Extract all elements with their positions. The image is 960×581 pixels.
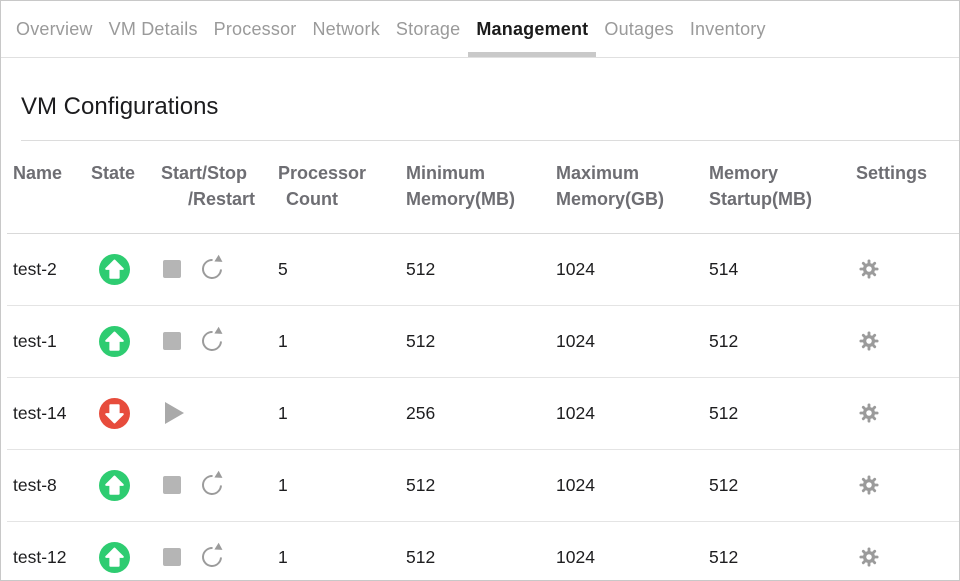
vm-name: test-8 <box>13 474 57 495</box>
vm-table-body: test-2 5 512 1024 514 <box>7 233 959 580</box>
stop-icon[interactable] <box>163 332 181 350</box>
stop-icon[interactable] <box>163 476 181 494</box>
tab-vm-details[interactable]: VM Details <box>108 18 198 39</box>
table-row: test-1 1 512 1024 512 <box>7 305 959 378</box>
processor-count: 1 <box>278 402 288 423</box>
tab-management[interactable]: Management <box>468 1 597 57</box>
vm-controls <box>161 258 278 280</box>
vm-name: test-2 <box>13 258 57 279</box>
restart-icon[interactable] <box>201 330 223 352</box>
up-arrow-circle-icon <box>99 541 130 573</box>
memory-startup: 512 <box>709 474 739 495</box>
memory-startup: 512 <box>709 402 739 423</box>
min-memory: 512 <box>406 546 436 567</box>
memory-startup: 512 <box>709 330 739 351</box>
memory-startup: 514 <box>709 258 739 279</box>
max-memory: 1024 <box>556 330 595 351</box>
tab-processor[interactable]: Processor <box>213 18 297 39</box>
gear-icon[interactable] <box>858 402 880 424</box>
gear-icon[interactable] <box>858 546 880 568</box>
max-memory: 1024 <box>556 258 595 279</box>
restart-icon[interactable] <box>201 258 223 280</box>
table-row: test-2 5 512 1024 514 <box>7 233 959 306</box>
tab-storage[interactable]: Storage <box>395 18 461 39</box>
processor-count: 1 <box>278 330 288 351</box>
column-header-name: Name <box>7 141 91 234</box>
gear-icon[interactable] <box>858 258 880 280</box>
max-memory: 1024 <box>556 474 595 495</box>
tab-outages[interactable]: Outages <box>604 18 674 39</box>
vm-name: test-14 <box>13 402 67 423</box>
tab-inventory[interactable]: Inventory <box>689 18 766 39</box>
column-header-state: State <box>91 141 161 234</box>
up-arrow-circle-icon <box>99 469 130 501</box>
up-arrow-circle-icon <box>99 325 130 357</box>
column-header-settings: Settings <box>856 141 959 234</box>
max-memory: 1024 <box>556 546 595 567</box>
column-header-start-stop-restart: Start/Stop/Restart <box>161 141 278 234</box>
table-row: test-14 1 256 1024 512 <box>7 377 959 450</box>
vm-controls <box>161 474 278 496</box>
gear-icon[interactable] <box>858 474 880 496</box>
tab-bar: Overview VM Details Processor Network Storag… <box>1 1 959 58</box>
title-section: VM Configurations <box>1 58 959 141</box>
stop-icon[interactable] <box>163 260 181 278</box>
up-arrow-circle-icon <box>99 253 130 285</box>
tab-network[interactable]: Network <box>312 18 380 39</box>
processor-count: 5 <box>278 258 288 279</box>
play-icon[interactable] <box>165 402 184 424</box>
min-memory: 256 <box>406 402 436 423</box>
page-title: VM Configurations <box>21 92 219 120</box>
down-arrow-circle-icon <box>99 397 130 429</box>
min-memory: 512 <box>406 330 436 351</box>
table-row: test-12 1 512 1024 512 <box>7 521 959 580</box>
max-memory: 1024 <box>556 402 595 423</box>
min-memory: 512 <box>406 258 436 279</box>
vm-name: test-12 <box>13 546 67 567</box>
processor-count: 1 <box>278 474 288 495</box>
vm-controls <box>161 402 278 424</box>
processor-count: 1 <box>278 546 288 567</box>
vm-controls <box>161 546 278 568</box>
vm-name: test-1 <box>13 330 57 351</box>
min-memory: 512 <box>406 474 436 495</box>
restart-icon[interactable] <box>201 474 223 496</box>
gear-icon[interactable] <box>858 330 880 352</box>
vm-controls <box>161 330 278 352</box>
table-row: test-8 1 512 1024 512 <box>7 449 959 522</box>
stop-icon[interactable] <box>163 548 181 566</box>
restart-icon[interactable] <box>201 546 223 568</box>
memory-startup: 512 <box>709 546 739 567</box>
tab-overview[interactable]: Overview <box>16 18 93 39</box>
